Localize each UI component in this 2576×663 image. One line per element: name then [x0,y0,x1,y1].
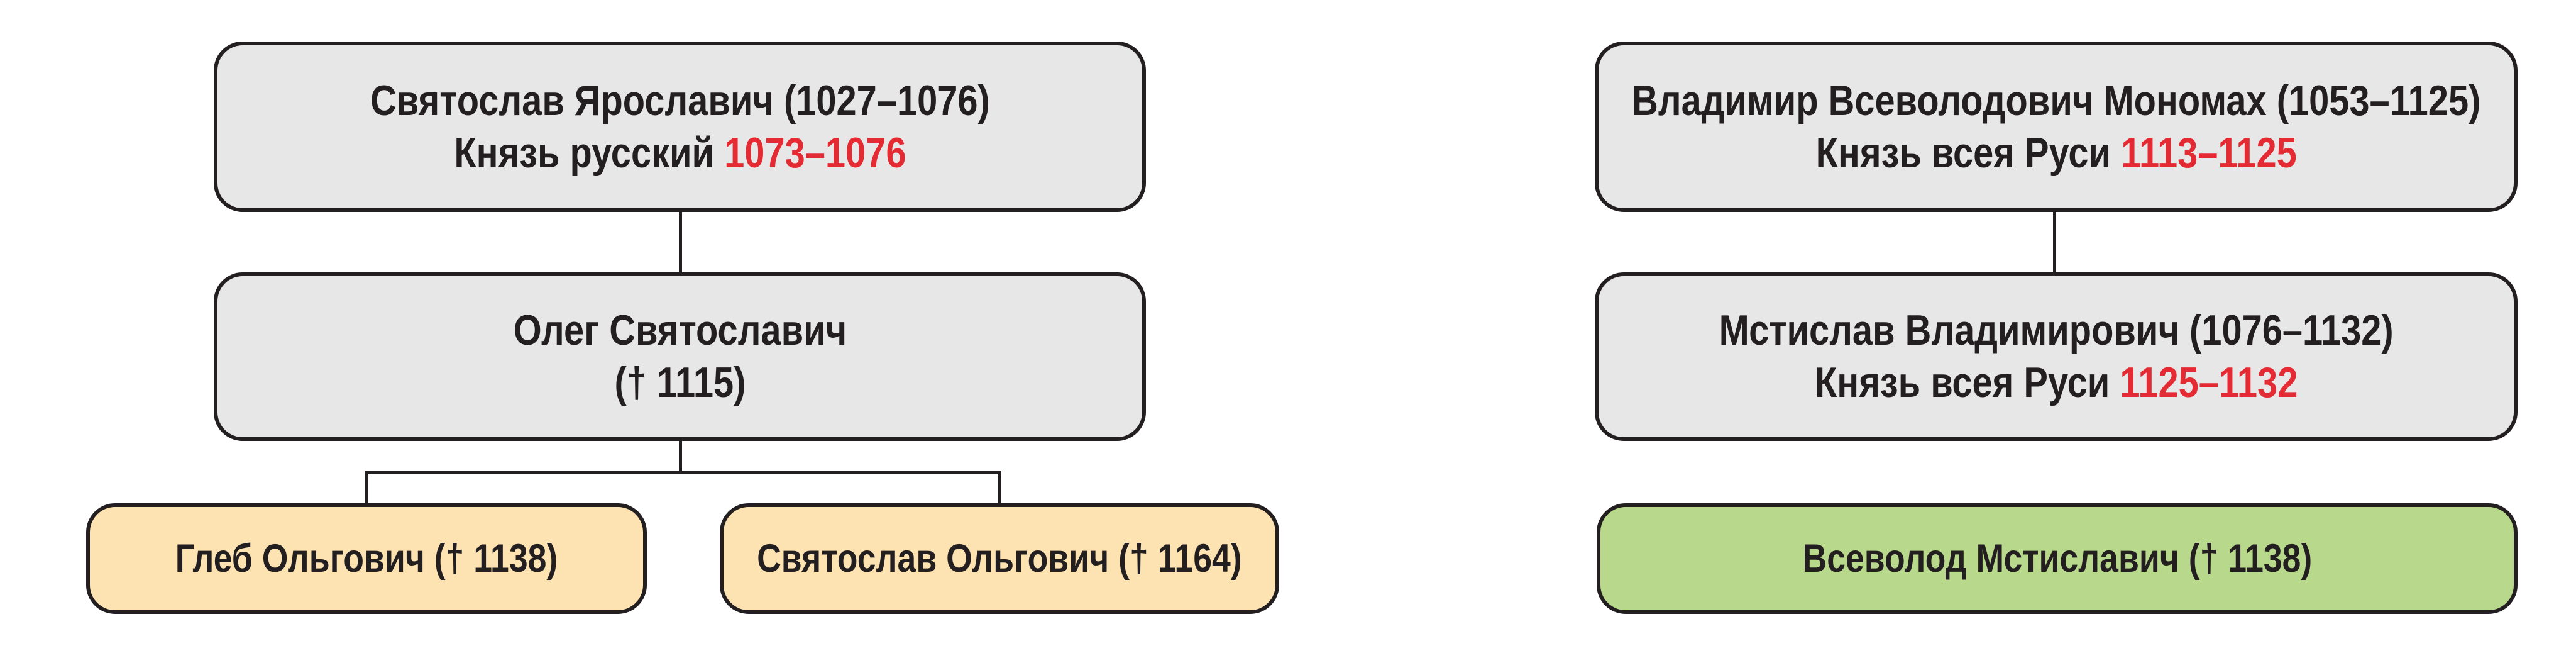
node-mstislav-vladimirovich: Мстислав Владимирович (1076–1132) Князь … [1595,272,2518,441]
reign-title: Князь всея Руси [1814,359,2110,406]
connector-root-to-child-left [679,212,682,272]
node-svyatoslav-yaroslavich: Святослав Ярославич (1027–1076) Князь ру… [214,42,1146,212]
reign-years: 1073–1076 [724,128,906,177]
connector-branch-horizontal-left [365,471,1001,474]
node-gleb-olgovich: Глеб Ольгович († 1138) [86,503,647,614]
node-vsevolod-mstislavich: Всеволод Мстиславич († 1138) [1597,503,2518,614]
connector-drop-svyatoslav [998,471,1001,503]
reign-line: Князь всея Руси 1125–1132 [1719,357,2393,409]
reign-title: Князь всея Руси [1815,128,2111,177]
connector-child-stem-left [679,441,682,474]
node-text: Владимир Всеволодович Мономах (1053–1125… [1632,75,2480,179]
person-name-line: Всеволод Мстиславич († 1138) [1802,537,2312,581]
node-text: Святослав Ольгович († 1164) [757,537,1242,581]
node-vladimir-monomakh: Владимир Всеволодович Мономах (1053–1125… [1595,42,2518,212]
person-name-line: Владимир Всеволодович Мономах (1053–1125… [1631,76,2481,125]
person-name-line: Святослав Ярославич (1027–1076) [370,76,990,125]
connector-root-to-child-right [2053,212,2056,272]
node-svyatoslav-olgovich: Святослав Ольгович († 1164) [720,503,1279,614]
node-text: Мстислав Владимирович (1076–1132) Князь … [1719,304,2393,409]
node-text: Святослав Ярославич (1027–1076) Князь ру… [370,75,990,179]
reign-title: Князь русский [453,128,714,177]
reign-years: 1113–1125 [2120,128,2297,177]
node-text: Всеволод Мстиславич († 1138) [1802,537,2312,581]
node-text: Олег Святославич († 1115) [513,304,846,409]
person-name-line: Святослав Ольгович († 1164) [757,537,1242,581]
reign-years: 1125–1132 [2120,359,2298,406]
node-text: Глеб Ольгович († 1138) [175,537,558,581]
person-name-line: Олег Святославич [513,306,847,354]
reign-line: Князь русский 1073–1076 [370,127,990,179]
person-name-line: Мстислав Владимирович (1076–1132) [1719,306,2394,354]
reign-line: Князь всея Руси 1113–1125 [1632,127,2480,179]
connector-drop-gleb [365,471,368,503]
person-name-line: Глеб Ольгович († 1138) [175,537,558,581]
death-year-line: († 1115) [614,359,746,406]
node-oleg-svyatoslavich: Олег Святославич († 1115) [214,272,1146,441]
